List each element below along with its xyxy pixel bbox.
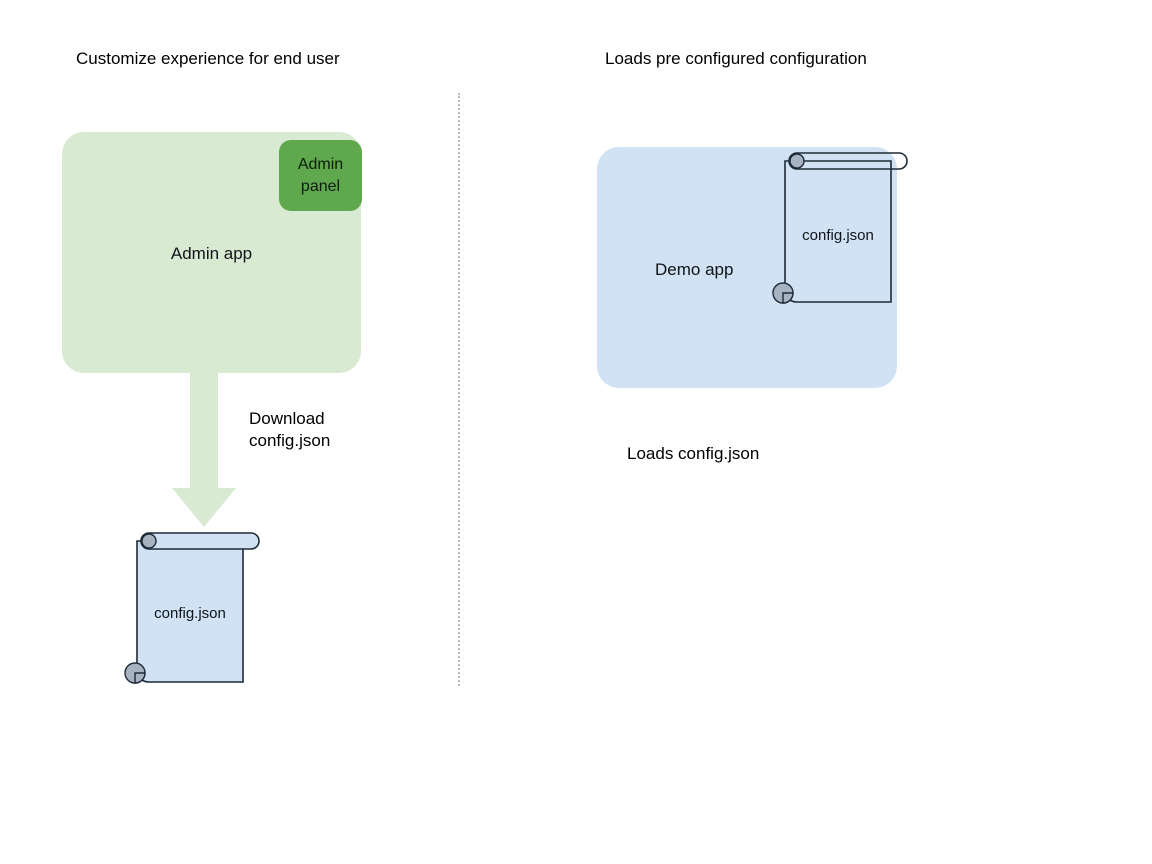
config-json-label-left: config.json <box>154 605 226 622</box>
download-arrow-caption: Download config.json <box>249 408 330 452</box>
document-top-roll-knob-left <box>141 533 157 549</box>
loads-config-caption: Loads config.json <box>627 444 760 463</box>
arrow-polygon <box>172 370 236 527</box>
config-json-label-right: config.json <box>802 227 874 244</box>
right-section-title: Loads pre configured configuration <box>605 49 867 68</box>
section-divider <box>458 93 460 686</box>
download-caption-line1: Download <box>249 409 325 428</box>
admin-panel-label-line2: panel <box>300 177 341 195</box>
admin-app-label: Admin app <box>170 244 253 263</box>
left-section-title: Customize experience for end user <box>76 49 340 68</box>
config-json-scroll-shape-left <box>124 532 260 684</box>
download-arrow-shape <box>172 370 236 527</box>
demo-app-box[interactable]: Demo app <box>597 147 897 388</box>
demo-app-label: Demo app <box>655 260 734 279</box>
document-top-roll-right <box>788 152 908 170</box>
document-top-roll-left <box>140 532 260 550</box>
document-bottom-roll-wedge-right <box>782 292 794 304</box>
admin-panel-chip[interactable]: Admin panel <box>279 140 362 211</box>
config-json-scroll-shape-right <box>772 152 908 304</box>
admin-panel-label-line1: Admin <box>297 155 344 173</box>
config-json-document-left[interactable]: config.json <box>118 528 268 690</box>
download-arrow <box>170 370 250 532</box>
document-top-roll-knob-right <box>789 153 805 169</box>
config-json-document-right[interactable]: config.json <box>764 148 914 313</box>
download-caption-line2: config.json <box>249 431 331 450</box>
document-bottom-roll-wedge-left <box>134 672 146 684</box>
